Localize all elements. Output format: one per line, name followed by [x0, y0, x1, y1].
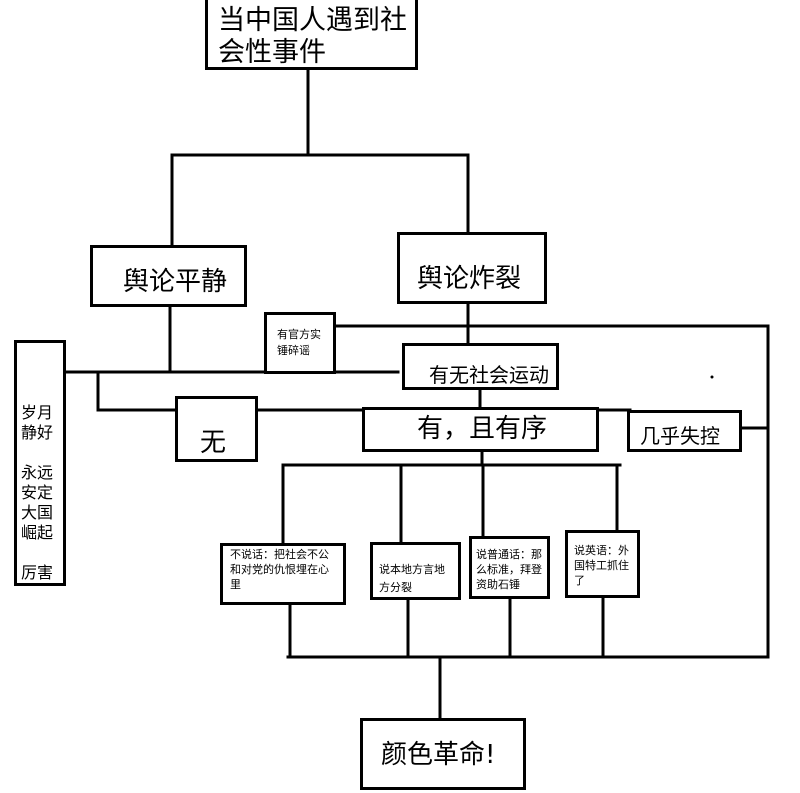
rumor-label: 有官方实锤碎谣 [277, 328, 321, 357]
none-label: 无 [200, 428, 227, 458]
side-note-node: 岁月静好 永远安定大国崛起 厉害了我的国 [14, 340, 66, 586]
revolution-node: 颜色革命! [360, 718, 526, 790]
mandarin-label: 说普通话：那么标准，拜登资助石锤 [476, 548, 542, 591]
explode-node: 舆论炸裂 [397, 232, 547, 304]
silent-node: 不说话：把社会不公和对党的仇恨埋在心里 [220, 543, 346, 605]
rumor-node: 有官方实锤碎谣 [264, 312, 336, 374]
root-label: 当中国人遇到社会性事件 [218, 5, 407, 68]
root-node: 当中国人遇到社会性事件 [205, 0, 418, 70]
calm-label: 舆论平静 [123, 267, 228, 297]
mandarin-node: 说普通话：那么标准，拜登资助石锤 [469, 536, 550, 599]
dialect-node: 说本地方言地方分裂 [370, 542, 461, 600]
stray-dot [710, 375, 714, 379]
ordered-label: 有，且有序 [417, 414, 548, 444]
calm-node: 舆论平静 [90, 245, 247, 307]
ordered-node: 有，且有序 [362, 407, 599, 452]
chaos-node: 几乎失控 [627, 410, 742, 452]
movement-question-node: 有无社会运动 [402, 343, 559, 390]
chaos-label: 几乎失控 [640, 424, 720, 448]
movement-question-label: 有无社会运动 [429, 363, 549, 387]
english-label: 说英语：外国特工抓住了 [574, 544, 629, 587]
dialect-label: 说本地方言地方分裂 [379, 563, 445, 594]
english-node: 说英语：外国特工抓住了 [565, 530, 640, 598]
revolution-label: 颜色革命! [381, 740, 496, 770]
silent-label: 不说话：把社会不公和对党的仇恨埋在心里 [230, 548, 329, 591]
explode-label: 舆论炸裂 [417, 264, 522, 294]
none-node: 无 [175, 396, 258, 462]
side-note-label: 岁月静好 永远安定大国崛起 厉害了我的国 [21, 403, 54, 582]
